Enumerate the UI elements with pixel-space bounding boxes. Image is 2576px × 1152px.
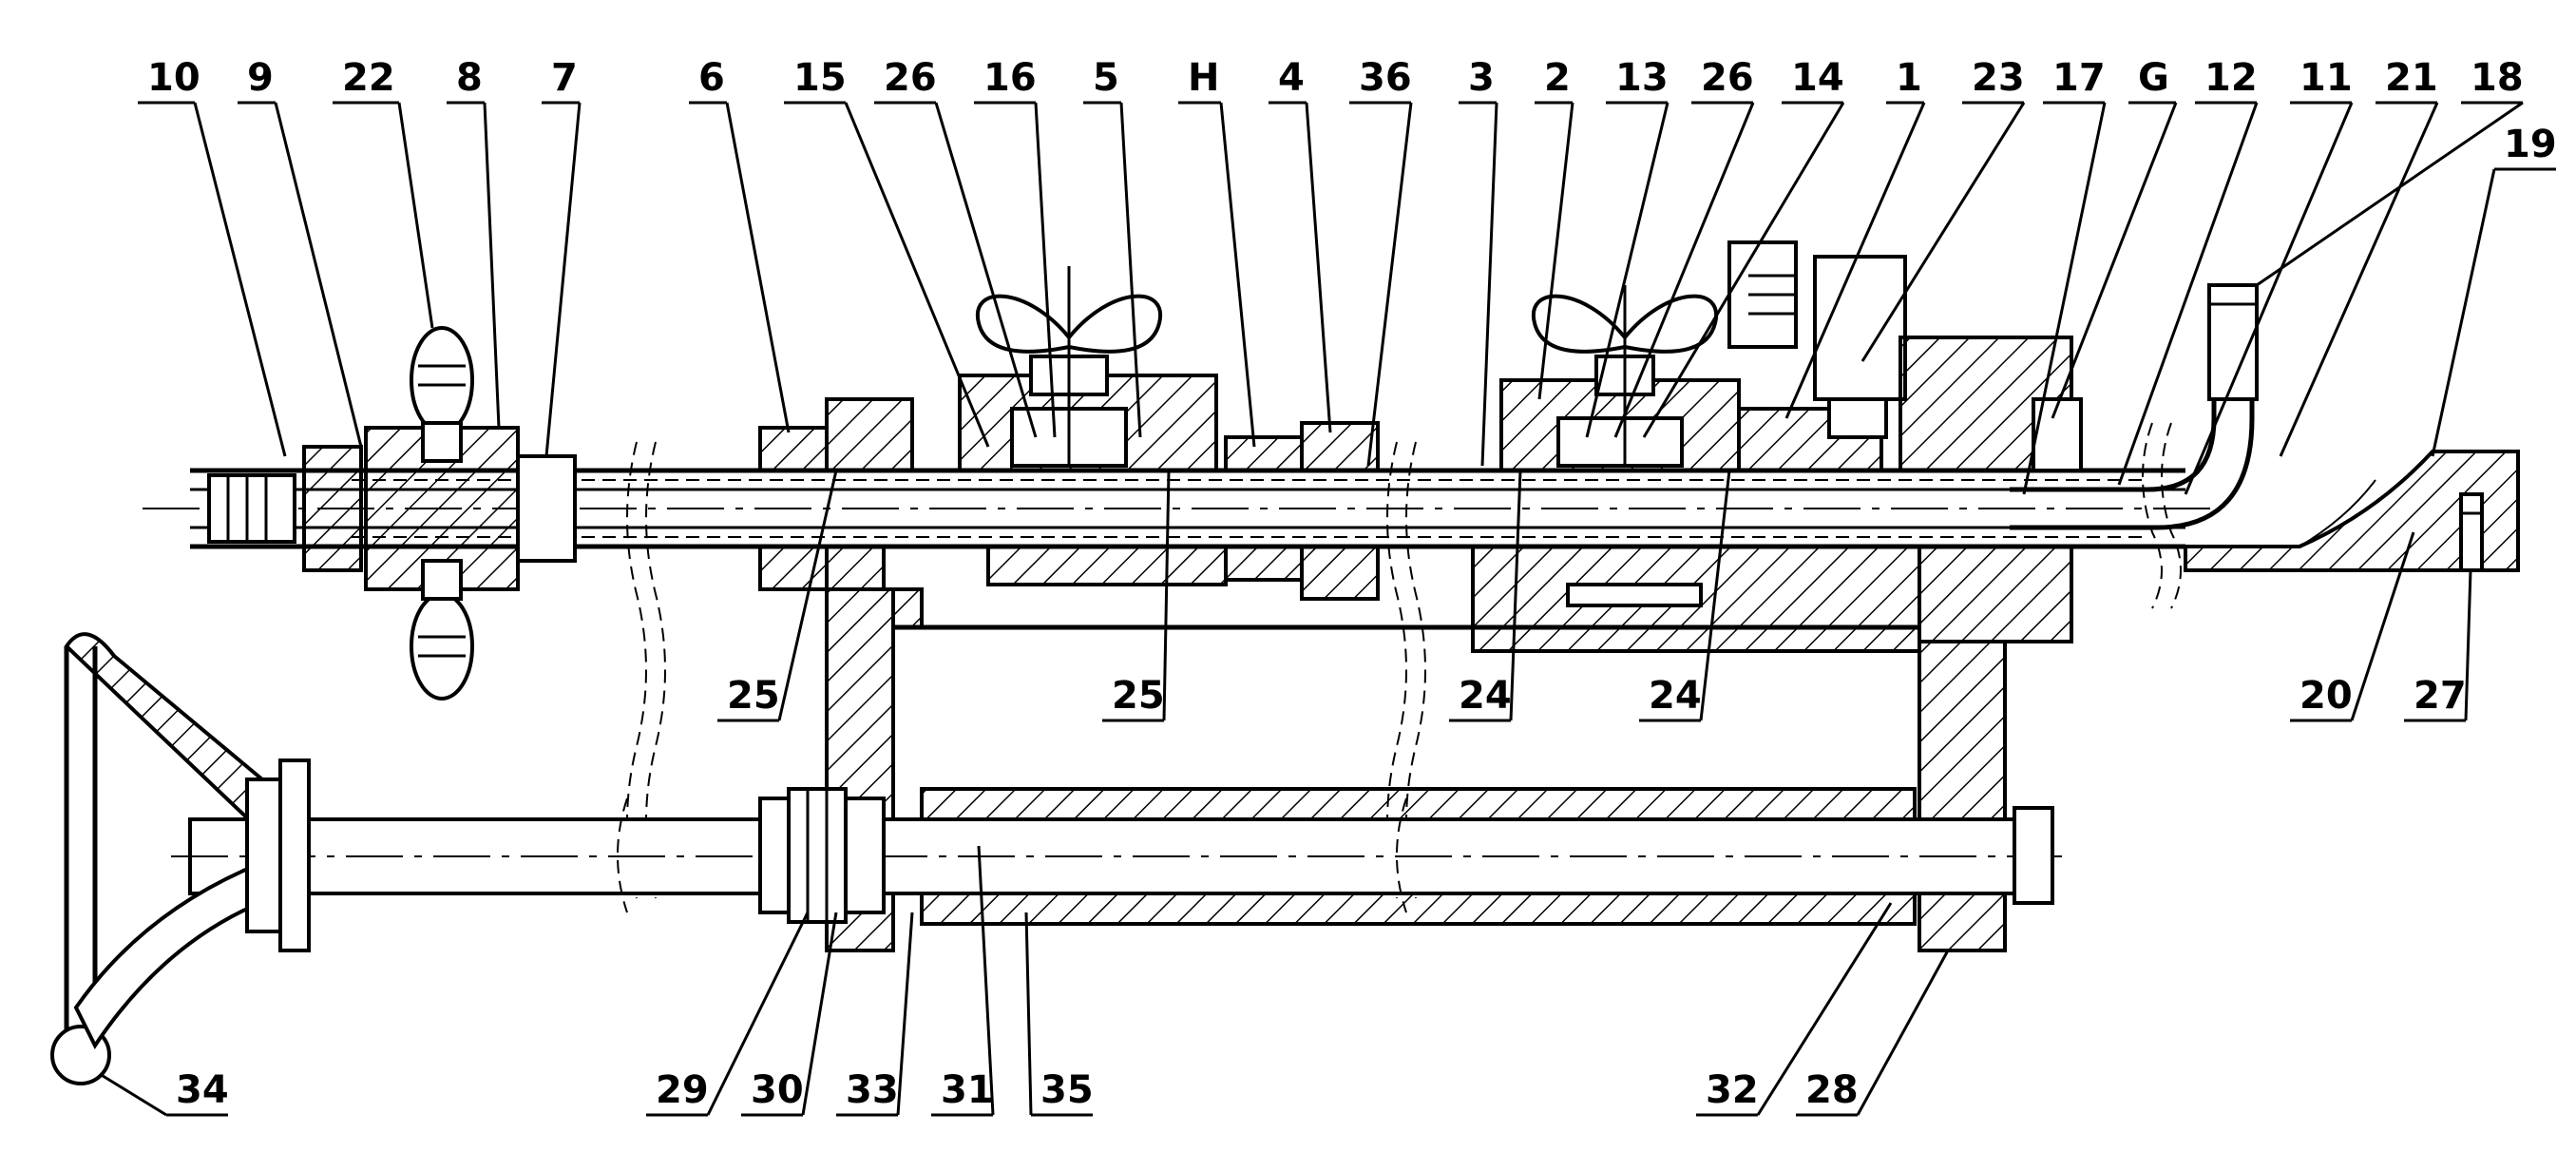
label-27: 27 [2404,569,2472,722]
label-24-right: 24 [1639,470,1731,722]
main-shaft-assembly [143,240,2520,899]
label-21: 21 [2279,56,2439,457]
svg-text:19: 19 [2504,123,2557,166]
label-9: 9 [238,56,363,448]
label-20: 20 [2290,531,2415,722]
svg-text:24: 24 [1459,674,1512,718]
label-25-right: 25 [1102,470,1171,722]
svg-text:2: 2 [1544,56,1571,100]
svg-text:13: 13 [1615,56,1669,100]
svg-text:14: 14 [1791,56,1844,100]
svg-text:25: 25 [727,674,780,718]
svg-text:36: 36 [1359,56,1412,100]
label-H: H [1178,56,1256,448]
label-34: 34 [99,1068,229,1117]
svg-text:17: 17 [2052,56,2106,100]
top-labels: 10 9 22 8 7 6 15 [138,56,2557,495]
label-2: 2 [1535,56,1574,400]
label-1: 1 [1784,56,1926,419]
svg-text:16: 16 [983,56,1037,100]
svg-text:20: 20 [2299,674,2353,718]
svg-text:11: 11 [2299,56,2353,100]
label-19: 19 [2431,123,2557,457]
label-23: 23 [1860,56,2026,362]
svg-text:33: 33 [846,1068,899,1112]
label-29: 29 [646,912,810,1117]
svg-text:28: 28 [1805,1068,1859,1112]
label-31: 31 [931,845,995,1117]
svg-text:26: 26 [884,56,937,100]
label-3: 3 [1459,56,1498,467]
svg-text:27: 27 [2414,674,2467,718]
label-7: 7 [542,56,582,457]
label-36: 36 [1349,56,1413,467]
label-11: 11 [2184,56,2354,495]
svg-text:12: 12 [2204,56,2258,100]
label-13: 13 [1585,56,1670,438]
svg-text:15: 15 [793,56,847,100]
svg-text:18: 18 [2471,56,2524,100]
label-25-left: 25 [717,470,838,722]
label-35: 35 [1024,912,1094,1117]
bottom-labels: 34 29 30 33 31 35 32 [99,845,1950,1117]
label-26-left: 26 [874,56,1038,438]
svg-text:35: 35 [1040,1068,1094,1112]
label-5: 5 [1083,56,1142,438]
svg-text:10: 10 [147,56,200,100]
svg-text:22: 22 [342,56,395,100]
svg-text:G: G [2138,56,2169,100]
label-17: 17 [2022,56,2107,495]
svg-text:7: 7 [551,56,578,100]
svg-text:1: 1 [1896,56,1922,100]
svg-text:32: 32 [1706,1068,1759,1112]
svg-text:6: 6 [698,56,725,100]
label-30: 30 [741,912,838,1117]
label-10: 10 [138,56,287,457]
middle-labels: 25 25 24 24 20 27 [717,470,2472,722]
label-24-left: 24 [1449,470,1522,722]
label-22: 22 [333,56,434,329]
svg-text:23: 23 [1972,56,2025,100]
svg-text:4: 4 [1278,56,1305,100]
label-33: 33 [836,912,914,1117]
svg-text:26: 26 [1701,56,1754,100]
label-18: 18 [2256,56,2524,287]
label-12: 12 [2117,56,2259,486]
label-4: 4 [1269,56,1332,433]
label-32: 32 [1696,902,1893,1117]
svg-text:34: 34 [176,1068,229,1112]
svg-text:25: 25 [1112,674,1165,718]
label-14: 14 [1642,56,1845,438]
svg-text:5: 5 [1093,56,1119,100]
svg-text:8: 8 [456,56,483,100]
svg-text:31: 31 [941,1068,994,1112]
label-8: 8 [447,56,501,429]
label-6: 6 [689,56,791,433]
svg-text:H: H [1188,56,1219,100]
label-16: 16 [974,56,1057,438]
label-15: 15 [784,56,990,448]
svg-text:24: 24 [1649,674,1702,718]
lower-frame-assembly [50,587,2062,1085]
svg-text:29: 29 [656,1068,709,1112]
svg-text:9: 9 [247,56,274,100]
label-G: G [2051,56,2178,419]
label-28: 28 [1796,950,1950,1117]
label-26-right: 26 [1613,56,1755,438]
svg-text:3: 3 [1468,56,1495,100]
svg-text:21: 21 [2385,56,2438,100]
svg-text:30: 30 [751,1068,804,1112]
